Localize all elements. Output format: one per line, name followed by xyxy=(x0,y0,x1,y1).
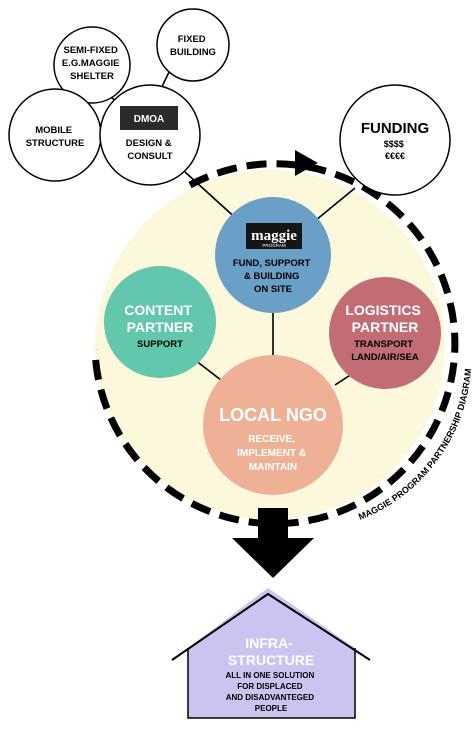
maggie-circle xyxy=(215,197,331,313)
semi-fixed-line-3: SHELTER xyxy=(70,71,114,82)
svg-text:SEMI-FIXED E.G.MAGGIE: SEMI-FIXED E.G.MAGGIE SHELTER xyxy=(62,45,122,82)
svg-text:ALL IN ONE SOLUTION FOR DI: ALL IN ONE SOLUTION FOR DISPLACED AND DI… xyxy=(226,671,317,713)
maggie-logo-text: maggie xyxy=(251,228,297,244)
house-title-2: STRUCTURE xyxy=(228,652,314,668)
fixed-building-line-1: FIXED xyxy=(178,34,206,45)
local-ngo-line-2: IMPLEMENT & xyxy=(237,448,306,459)
svg-text:RECEIVE, IMPLEMENT & M: RECEIVE, IMPLEMENT & MAINTAIN xyxy=(237,434,309,473)
logistics-partner-title-1: LOGISTICS xyxy=(345,302,420,318)
fixed-building-circle xyxy=(156,8,230,82)
local-ngo-line-1: RECEIVE, xyxy=(248,434,295,445)
local-ngo-circle xyxy=(203,355,343,495)
content-partner-circle xyxy=(104,266,216,378)
svg-text:INFRA- STRUCTURE: INFRA- STRUCTURE xyxy=(228,635,314,668)
house-line-4: PEOPLE xyxy=(255,704,288,713)
dmoa-line-2: CONSULT xyxy=(127,151,172,162)
logistics-partner-sub-1: TRANSPORT xyxy=(354,339,413,350)
house-icon xyxy=(171,588,371,719)
maggie-line-1: FUND, SUPPORT xyxy=(233,258,311,269)
dashed-ring xyxy=(91,160,459,528)
house-title-1: INFRA- xyxy=(245,635,293,651)
svg-text:DESIGN & CONSULT: DESIGN & CONSULT xyxy=(126,138,175,162)
logistics-partner-title-2: PARTNER xyxy=(352,319,419,335)
dmoa-circle xyxy=(99,84,201,186)
content-partner-title-2: PARTNER xyxy=(127,319,194,335)
maggie-line-2: & BUILDING xyxy=(244,271,299,282)
svg-text:MOBILE STRUCTURE: MOBILE STRUCTURE xyxy=(26,125,85,149)
semi-fixed-circle xyxy=(53,26,131,104)
content-partner-sub: SUPPORT xyxy=(137,339,183,350)
svg-text:LOGISTICS PARTNER: LOGISTICS PARTNER xyxy=(345,302,424,335)
house-line-2: FOR DISPLACED xyxy=(237,682,303,691)
maggie-logo-sub: PROGRAM xyxy=(262,243,286,248)
funding-line-2: €€€€ xyxy=(385,151,405,161)
ring-arrowhead xyxy=(295,150,318,176)
svg-text:FIXED BUILDING: FIXED BUILDING xyxy=(170,34,216,58)
house-line-3: AND DISADVANTEGED xyxy=(226,693,315,702)
svg-text:TRANSPORT LAND/AIR/SEA: TRANSPORT LAND/AIR/SEA xyxy=(351,339,419,363)
fixed-building-line-2: BUILDING xyxy=(170,47,216,58)
content-partner-title-1: CONTENT xyxy=(124,302,192,318)
funding-line-1: $$$$ xyxy=(384,139,404,149)
svg-text:CONTENT PARTNER: CONTENT PARTNER xyxy=(124,302,196,335)
dmoa-logo xyxy=(120,106,178,130)
down-arrow-icon xyxy=(232,508,314,578)
maggie-logo xyxy=(246,223,302,249)
funding-title: FUNDING xyxy=(361,120,429,137)
local-ngo-title: LOCAL NGO xyxy=(219,405,327,425)
logistics-partner-sub-2: LAND/AIR/SEA xyxy=(351,352,419,363)
house-line-1: ALL IN ONE SOLUTION xyxy=(226,671,315,680)
funding-circle xyxy=(339,84,451,196)
local-ngo-line-3: MAINTAIN xyxy=(249,462,297,473)
svg-text:FUND, SUPPORT & BUILDING: FUND, SUPPORT & BUILDING ON SITE xyxy=(233,258,313,295)
logistics-partner-circle xyxy=(329,277,441,389)
mobile-structure-line-1: MOBILE xyxy=(35,125,72,136)
dmoa-line-1: DESIGN & xyxy=(126,138,172,149)
semi-fixed-line-2: E.G.MAGGIE xyxy=(62,58,120,69)
program-area-circle xyxy=(95,170,445,520)
maggie-line-3: ON SITE xyxy=(254,284,292,295)
mobile-structure-line-2: STRUCTURE xyxy=(26,138,85,149)
svg-text:$$$$ €€€€: $$$$ €€€€ xyxy=(384,139,407,161)
dmoa-logo-text: DMOA xyxy=(134,114,165,125)
semi-fixed-line-1: SEMI-FIXED xyxy=(63,45,118,56)
